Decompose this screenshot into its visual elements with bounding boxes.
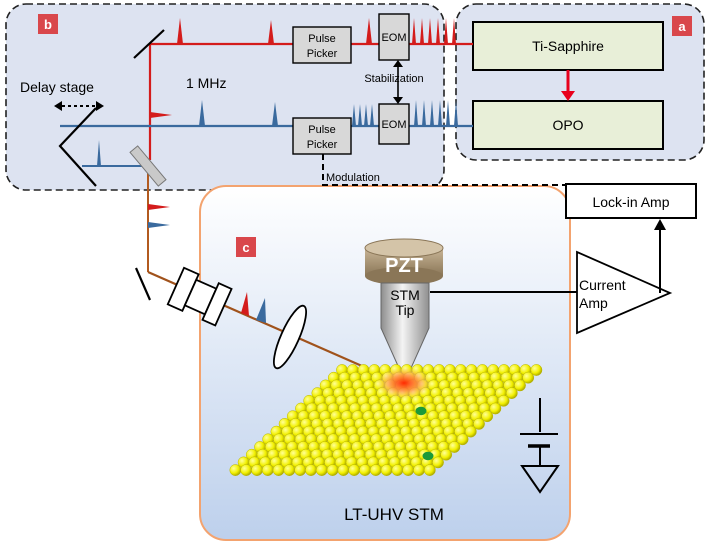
pulse-picker-top-line1: Pulse (308, 33, 336, 45)
stabilization-label: Stabilization (364, 73, 423, 85)
delay-stage-reflector (58, 107, 97, 187)
pulse-picker-bottom-line2: Picker (307, 139, 338, 151)
red-pulse-train (177, 18, 456, 44)
surface-atom (497, 394, 510, 407)
surface-atom (413, 464, 425, 476)
modulation-label: Modulation (326, 172, 380, 184)
surface-atom (369, 464, 382, 476)
focusing-lens (273, 304, 307, 370)
surface-atom (456, 433, 469, 446)
pzt-top (364, 238, 444, 258)
blue-pulse-combined (148, 222, 170, 228)
current-amp-label-1: Current (579, 277, 626, 293)
panel-a-tag (672, 16, 692, 36)
panel-c-letter: c (242, 240, 249, 255)
surface-atom (432, 456, 444, 469)
blue-pulse-train (97, 100, 458, 166)
ground-symbol (520, 398, 560, 494)
panel-c-tag (236, 237, 256, 257)
eom-bottom (378, 103, 410, 145)
surface-atom (272, 464, 285, 476)
panel-b-letter: b (44, 17, 52, 32)
opo-label: OPO (552, 117, 583, 133)
surface-atom (464, 425, 477, 438)
eom-top-label: EOM (381, 32, 406, 44)
stabilization-head-up (393, 60, 403, 67)
surface-atom (530, 364, 543, 376)
pulse-picker-top-line2: Picker (307, 48, 338, 60)
pulse-picker-bottom-line1: Pulse (308, 124, 336, 136)
surface-atom (380, 464, 393, 476)
surface-atom (240, 464, 253, 476)
surface-atom (305, 464, 317, 476)
panel-a-letter: a (678, 19, 686, 34)
stabilization-head-down (393, 97, 403, 104)
stm-tip-label-2: Tip (396, 302, 415, 318)
stm-tip-label-1: STM (390, 287, 420, 303)
surface-atom (489, 402, 502, 415)
surface-atom (229, 464, 242, 476)
surface-atom (473, 418, 485, 430)
amp-to-lockin-head (654, 219, 666, 230)
surface-atom (315, 464, 328, 476)
surface-atom (448, 441, 461, 453)
panel-b-tag (38, 14, 58, 34)
mirror-bottom (134, 267, 152, 301)
surface-atom (261, 464, 274, 476)
red-pulse-diagonal (241, 292, 249, 316)
rep-rate-label: 1 MHz (186, 75, 226, 91)
surface-atom (402, 464, 415, 476)
dopant-atom (415, 406, 427, 416)
mirror-top (133, 29, 165, 59)
pulse-picker-top (292, 26, 352, 64)
red-pulse-selected (150, 112, 172, 118)
ti-sapphire-box (472, 21, 664, 71)
surface-atom (391, 464, 404, 476)
surface-atom (283, 464, 296, 476)
pulse-picker-bottom (292, 117, 352, 155)
laser-spot (376, 367, 432, 399)
eom-top (378, 13, 410, 61)
delay-arrow-left (54, 101, 62, 111)
surface-atom (423, 464, 436, 476)
surface-atom (522, 371, 535, 384)
pzt-label: PZT (385, 255, 423, 277)
beam-splitter (129, 145, 167, 187)
pump-arrow-head (561, 91, 575, 101)
surface-atom (337, 464, 350, 476)
surface-atom (326, 464, 339, 476)
pzt-bottom (365, 267, 443, 285)
eom-bottom-label: EOM (381, 119, 406, 131)
current-amp-label-2: Amp (579, 295, 608, 311)
surface-atom (440, 448, 453, 461)
surface-atom (294, 464, 307, 476)
collimator (166, 266, 233, 327)
ti-sapphire-label: Ti-Sapphire (532, 38, 604, 54)
lockin-box (565, 183, 697, 219)
surface-atom (359, 464, 371, 476)
stm-title: LT-UHV STM (344, 505, 444, 524)
red-pulse-combined (148, 204, 170, 210)
surface-atom (251, 464, 263, 476)
delay-arrow-right (96, 101, 104, 111)
surface-atom (348, 464, 361, 476)
surface-atom (505, 387, 518, 399)
modulation-link (322, 154, 569, 188)
lockin-label: Lock-in Amp (592, 194, 669, 210)
panel-b (5, 3, 445, 191)
blue-pulse-diagonal (256, 298, 266, 323)
delay-stage-label: Delay stage (20, 79, 94, 95)
dopant-atom (422, 451, 434, 461)
surface-atom (481, 410, 494, 423)
surface-atom (514, 379, 526, 392)
